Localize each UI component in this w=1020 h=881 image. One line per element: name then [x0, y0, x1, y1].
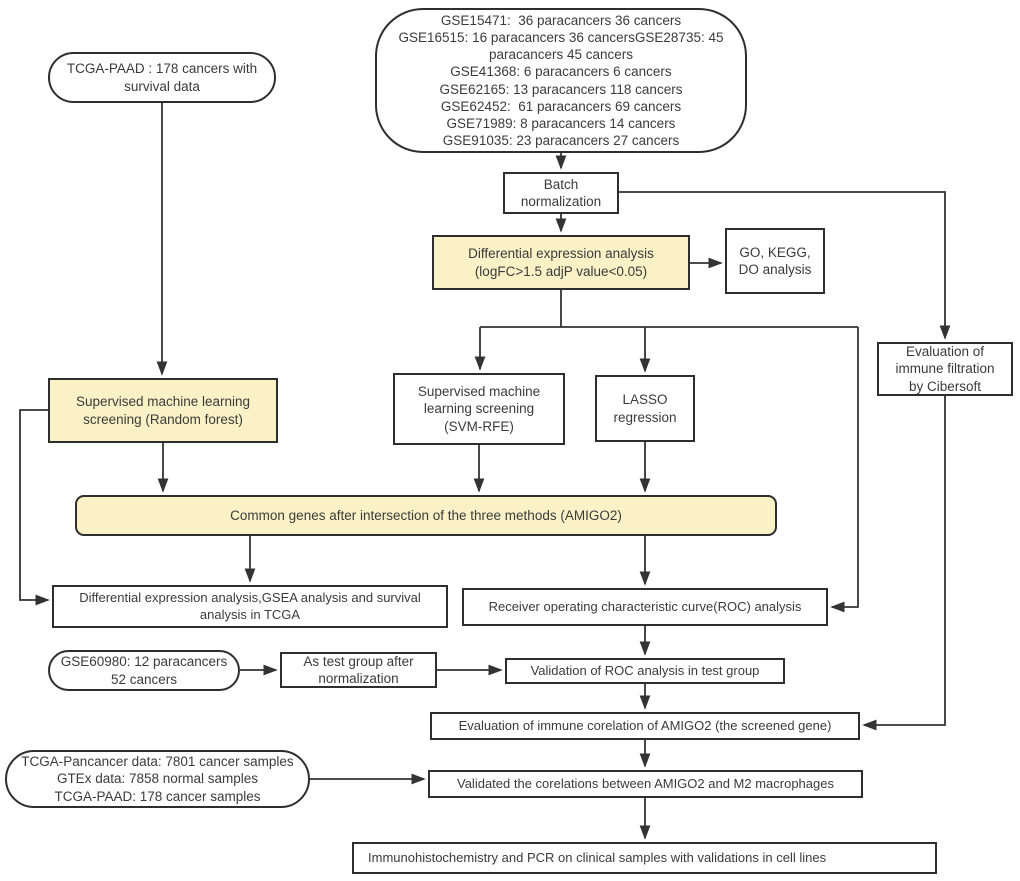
edge-batch-to-cibersoft: [619, 191, 951, 340]
edge-cibersoft-to-amigo2: [862, 396, 946, 731]
node-differential-expression: Differential expression analysis (logFC>…: [432, 235, 690, 290]
node-common-genes: Common genes after intersection of the t…: [75, 495, 777, 536]
node-batch-normalization: Batch normalization: [503, 172, 619, 214]
node-tcga-pancancer: TCGA-Pancancer data: 7801 cancer samples…: [5, 750, 310, 808]
node-validation-roc: Validation of ROC analysis in test group: [505, 658, 785, 684]
node-cibersoft-evaluation: Evaluation of immune filtration by Ciber…: [877, 342, 1013, 396]
node-go-kegg-do: GO, KEGG, DO analysis: [725, 228, 825, 294]
edge-diffexpr-split: [480, 290, 858, 328]
node-svm-rfe: Supervised machine learning screening (S…: [393, 373, 565, 445]
node-immunohistochemistry: Immunohistochemistry and PCR on clinical…: [352, 842, 937, 874]
edge-randomforest-to-gsea: [19, 409, 50, 606]
node-roc-analysis: Receiver operating characteristic curve(…: [462, 588, 828, 626]
node-test-group: As test group after normalization: [280, 652, 437, 688]
node-lasso-regression: LASSO regression: [595, 375, 695, 442]
node-gse-datasets: GSE15471: 36 paracancers 36 cancers GSE1…: [375, 8, 747, 153]
node-amigo2-immune-correlation: Evaluation of immune corelation of AMIGO…: [430, 712, 860, 740]
node-validated-correlations: Validated the corelations between AMIGO2…: [428, 770, 863, 798]
node-random-forest: Supervised machine learning screening (R…: [48, 378, 278, 443]
edge-split-to-roc: [830, 327, 859, 613]
node-diff-gsea-survival: Differential expression analysis,GSEA an…: [52, 585, 448, 628]
node-gse60980: GSE60980: 12 paracancers 52 cancers: [48, 650, 240, 691]
node-tcga-paad: TCGA-PAAD : 178 cancers with survival da…: [48, 52, 276, 103]
